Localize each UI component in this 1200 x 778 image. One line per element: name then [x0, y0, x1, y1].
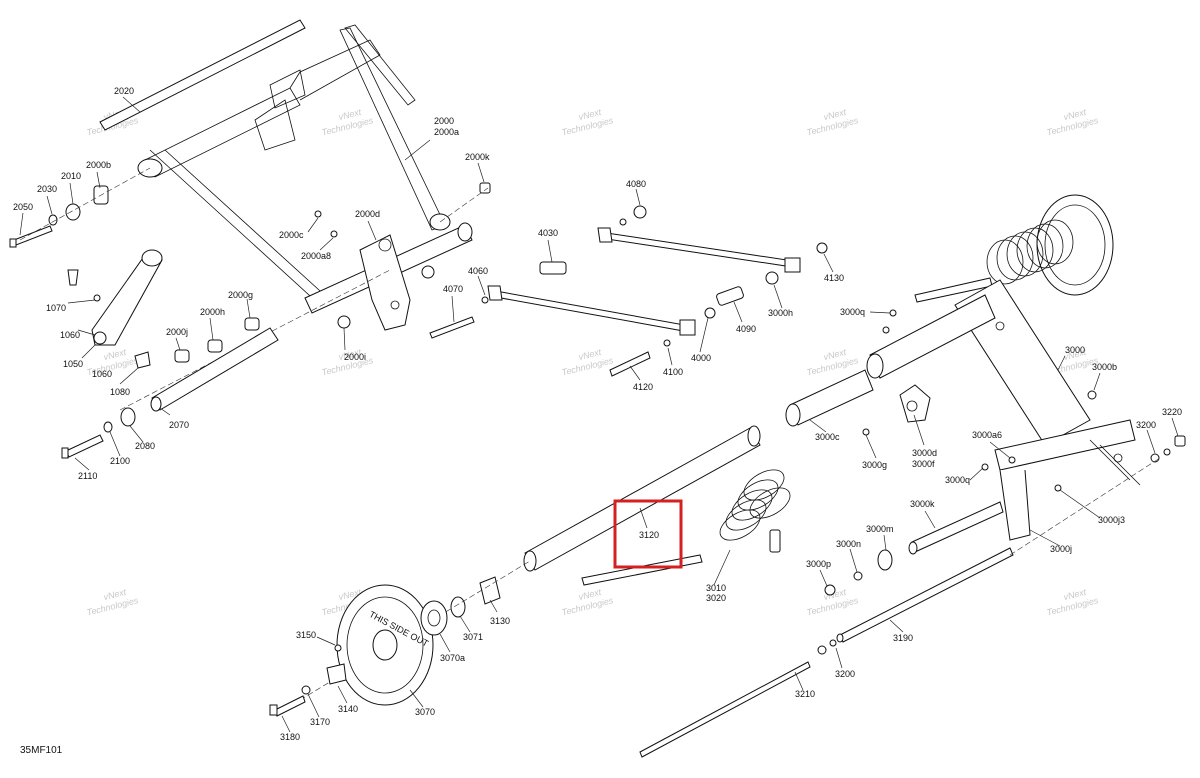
label-3000g: 3000g [862, 460, 887, 470]
label-3010: 3010 [706, 583, 726, 593]
label-3000h: 3000h [768, 308, 793, 318]
label-2000j: 2000j [166, 327, 188, 337]
rear-frame-assembly [639, 194, 1186, 758]
label-3000j3: 3000j3 [1098, 515, 1125, 525]
label-3000q: 3000q [945, 475, 970, 485]
label-2000a: 2000a [434, 127, 459, 137]
label-2010: 2010 [61, 171, 81, 181]
label-3120: 3120 [639, 530, 659, 540]
label-3000j: 3000j [1050, 544, 1072, 554]
highlight-box [613, 499, 683, 569]
label-4090: 4090 [736, 324, 756, 334]
label-3000: 3000 [1065, 345, 1085, 355]
label-3000c: 3000c [815, 432, 840, 442]
label-4030: 4030 [538, 228, 558, 238]
label-3000m: 3000m [866, 524, 894, 534]
label-2000b: 2000b [86, 160, 111, 170]
label-2100: 2100 [110, 456, 130, 466]
label-2070: 2070 [169, 420, 189, 430]
label-1070: 1070 [46, 303, 66, 313]
label-3070a: 3070a [440, 653, 465, 663]
label-3200: 3200 [1136, 420, 1156, 430]
label-2000: 2000 [434, 116, 454, 126]
label-1080: 1080 [110, 387, 130, 397]
spring-3010 [719, 469, 791, 541]
label-3000p: 3000p [806, 559, 831, 569]
label-2000c: 2000c [279, 230, 304, 240]
label-2000d: 2000d [355, 209, 380, 219]
label-2020: 2020 [114, 86, 134, 96]
label-3000d: 3000d [912, 448, 937, 458]
label-4000: 4000 [691, 353, 711, 363]
label-3220: 3220 [1162, 407, 1182, 417]
label-2000a8: 2000a8 [301, 251, 331, 261]
label-3000a6: 3000a6 [972, 430, 1002, 440]
label-4060: 4060 [468, 266, 488, 276]
label-3000b: 3000b [1092, 362, 1117, 372]
label-3000n: 3000n [836, 539, 861, 549]
label-3000q: 3000q [840, 307, 865, 317]
label-2110: 2110 [78, 471, 97, 481]
frame-2000 [144, 87, 301, 178]
label-4120: 4120 [633, 382, 653, 392]
label-3020: 3020 [706, 593, 726, 603]
label-3170: 3170 [310, 717, 330, 727]
label-1060: 1060 [92, 369, 112, 379]
shafts-left [61, 317, 279, 459]
label-2000g: 2000g [228, 290, 253, 300]
label-3210: 3210 [795, 689, 815, 699]
label-3200: 3200 [835, 669, 855, 679]
rear-axle [299, 425, 791, 701]
bracket-2000d [359, 234, 411, 331]
rod-2020 [99, 19, 306, 131]
label-3140: 3140 [338, 704, 358, 714]
label-3190: 3190 [893, 633, 913, 643]
front-arm-assembly [9, 19, 491, 411]
diagram-code: 35MF101 [20, 745, 63, 756]
middle-links [429, 205, 828, 377]
label-4070: 4070 [443, 284, 463, 294]
spring-top [986, 219, 1074, 285]
label-3000k: 3000k [910, 499, 935, 509]
label-1050: 1050 [63, 359, 83, 369]
label-2080: 2080 [135, 441, 155, 451]
label-2000i: 2000i [344, 352, 366, 362]
part-labels: 2020 2000 2000a 2000b 2010 2030 2050 200… [13, 86, 1182, 742]
label-2000k: 2000k [465, 152, 490, 162]
idler-arm-1050 [67, 249, 163, 369]
label-3070: 3070 [415, 707, 435, 717]
label-2030: 2030 [37, 184, 57, 194]
label-3071: 3071 [463, 632, 483, 642]
label-2000h: 2000h [200, 307, 225, 317]
label-4100: 4100 [663, 367, 683, 377]
label-2050: 2050 [13, 202, 33, 212]
label-3150: 3150 [296, 630, 316, 640]
label-3130: 3130 [490, 616, 510, 626]
label-4080: 4080 [626, 179, 646, 189]
label-3180: 3180 [280, 732, 300, 742]
axle-3120 [524, 427, 761, 571]
wheel-3070: THIS SIDE OUT [269, 584, 448, 717]
leader-lines [19, 96, 1179, 733]
label-3000f: 3000f [912, 459, 935, 469]
label-1060: 1060 [60, 330, 80, 340]
label-4130: 4130 [824, 273, 844, 283]
